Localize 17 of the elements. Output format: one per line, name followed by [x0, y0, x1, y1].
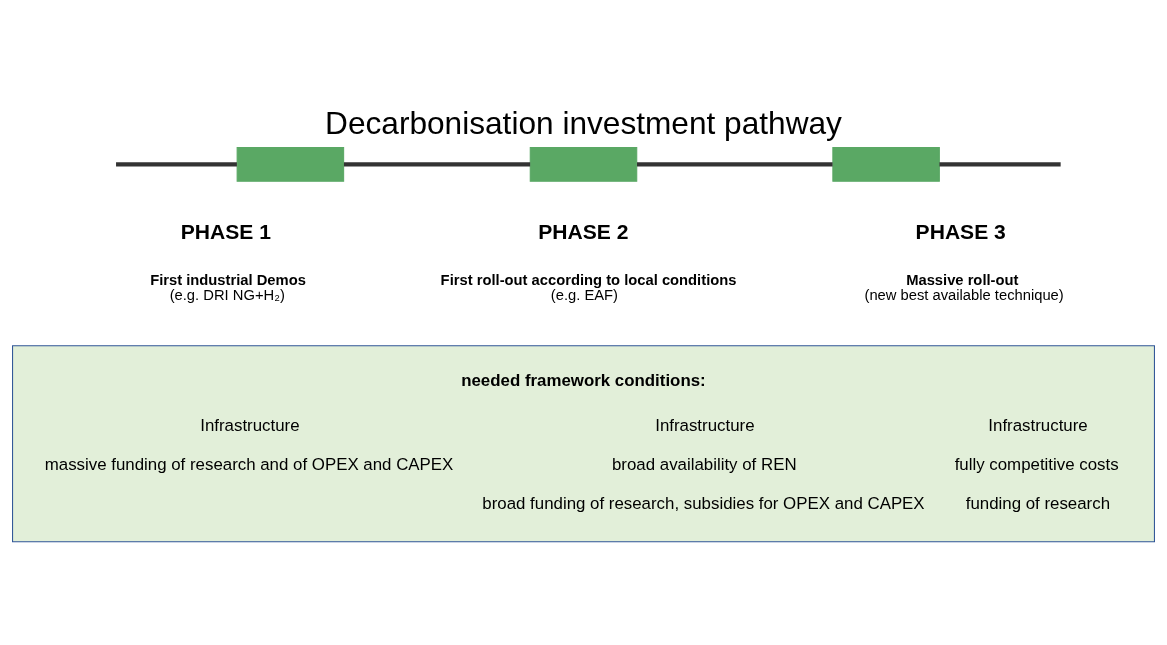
node-box	[832, 146, 940, 182]
connector	[116, 161, 237, 166]
connector	[637, 161, 833, 166]
node-label: First industrial Demos	[150, 271, 306, 288]
node-label: First roll-out according to local conditions	[440, 271, 737, 288]
node-box: needed framework conditions: Infrastructure massive funding of research and of OPEX and CAPEX Infrastructure broad availability of REN broad funding of research, subsidies for OPEX and CAPEX Infrastructure fully competitive costs funding of research	[12, 344, 1155, 542]
node-label: Massive roll-out	[906, 271, 1019, 288]
connector	[939, 161, 1061, 166]
diagram-title: Decarbonisation investment pathway	[325, 104, 842, 141]
node-box	[529, 146, 638, 182]
node-label: PHASE 1	[180, 219, 271, 243]
node-box	[236, 146, 345, 182]
node-label: (e.g. DRI NG+H₂)	[169, 285, 285, 302]
node-label: PHASE 3	[915, 219, 1006, 243]
connector	[343, 161, 531, 166]
node-label: PHASE 2	[538, 219, 629, 243]
node-label: (new best available technique)	[864, 285, 1064, 302]
